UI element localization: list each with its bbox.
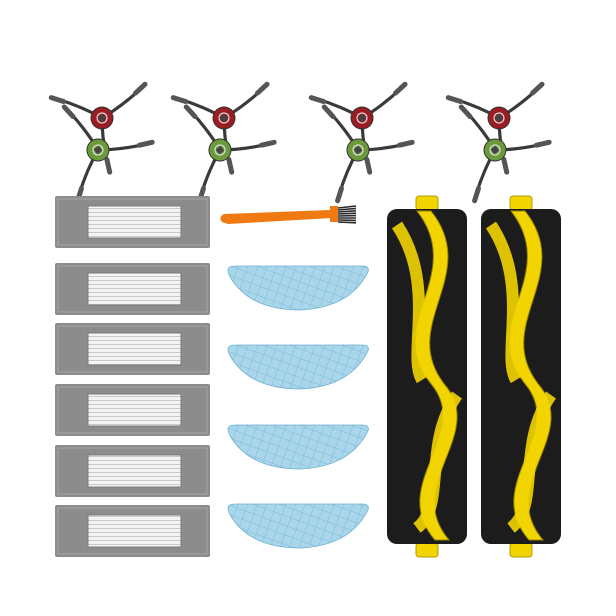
roller-blade bbox=[506, 391, 557, 533]
roller-end-cap bbox=[509, 195, 533, 211]
side-brush-group bbox=[48, 81, 552, 204]
mop-pad bbox=[227, 503, 369, 549]
tool-bristles bbox=[337, 205, 357, 224]
side-brush-red bbox=[445, 81, 545, 175]
hepa-filter bbox=[55, 445, 210, 497]
side-brush-pair bbox=[48, 81, 155, 204]
hepa-filter bbox=[55, 384, 210, 436]
roller-blade bbox=[485, 221, 522, 384]
side-brush-green bbox=[458, 104, 552, 204]
roller-blade bbox=[391, 221, 428, 384]
mop-pad bbox=[227, 424, 369, 470]
main-brush-group bbox=[387, 195, 561, 558]
side-brush-red bbox=[308, 81, 408, 175]
side-brush-red bbox=[170, 81, 270, 175]
side-brush-green bbox=[321, 104, 415, 204]
side-brush-pair bbox=[445, 81, 552, 204]
roller-end-cap bbox=[415, 542, 439, 558]
roller-end-cap bbox=[509, 542, 533, 558]
hepa-filter bbox=[55, 505, 210, 557]
hepa-filter bbox=[55, 263, 210, 315]
side-brush-pair bbox=[170, 81, 277, 204]
side-brush-pair bbox=[308, 81, 415, 204]
roller-end-cap bbox=[415, 195, 439, 211]
filter-group bbox=[55, 196, 210, 557]
mop-pad bbox=[227, 265, 369, 311]
main-roller-brush bbox=[481, 195, 561, 558]
tool-handle bbox=[220, 206, 338, 224]
side-brush-green bbox=[61, 104, 155, 204]
mop-pad-group bbox=[227, 265, 369, 549]
roller-blade bbox=[412, 391, 463, 533]
hepa-filter bbox=[55, 196, 210, 248]
mop-pad bbox=[227, 344, 369, 390]
side-brush-green bbox=[183, 104, 277, 204]
main-roller-brush bbox=[387, 195, 467, 558]
cleaning-tool bbox=[220, 205, 357, 224]
side-brush-red bbox=[48, 81, 148, 175]
hepa-filter bbox=[55, 323, 210, 375]
